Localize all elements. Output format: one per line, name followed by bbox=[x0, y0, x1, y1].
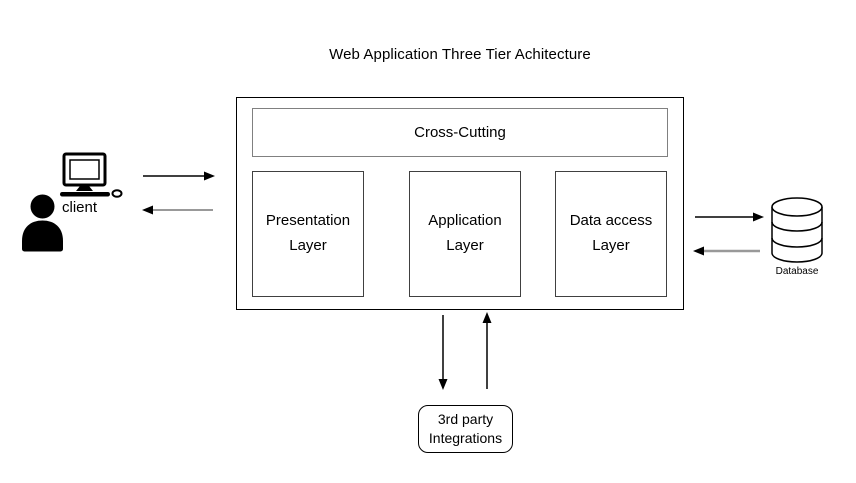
database-cylinder-icon bbox=[771, 197, 823, 263]
arrow-client-to-app bbox=[143, 171, 215, 181]
third-party-integrations-label: 3rd party Integrations bbox=[428, 411, 503, 446]
arrow-app-to-database bbox=[695, 212, 764, 222]
computer-monitor-icon bbox=[60, 152, 123, 198]
client-label: client bbox=[62, 199, 98, 216]
arrow-app-to-client bbox=[142, 205, 213, 215]
application-layer-label: Application Layer bbox=[428, 212, 502, 254]
presentation-layer-label: Presentation Layer bbox=[265, 212, 351, 254]
arrow-integrations-to-app bbox=[482, 312, 492, 389]
data-access-layer-label: Data access Layer bbox=[569, 212, 653, 254]
box-application-layer: Application Layer bbox=[409, 171, 521, 297]
database-label: Database bbox=[775, 266, 819, 277]
person-icon bbox=[22, 194, 63, 252]
diagram-title: Web Application Three Tier Achitecture bbox=[329, 46, 591, 63]
box-cross-cutting: Cross-Cutting bbox=[252, 108, 668, 157]
arrow-app-to-integrations bbox=[438, 315, 448, 390]
cross-cutting-label: Cross-Cutting bbox=[414, 124, 506, 141]
box-third-party-integrations: 3rd party Integrations bbox=[418, 405, 513, 453]
box-data-access-layer: Data access Layer bbox=[555, 171, 667, 297]
arrow-database-to-app bbox=[693, 246, 760, 256]
box-presentation-layer: Presentation Layer bbox=[252, 171, 364, 297]
